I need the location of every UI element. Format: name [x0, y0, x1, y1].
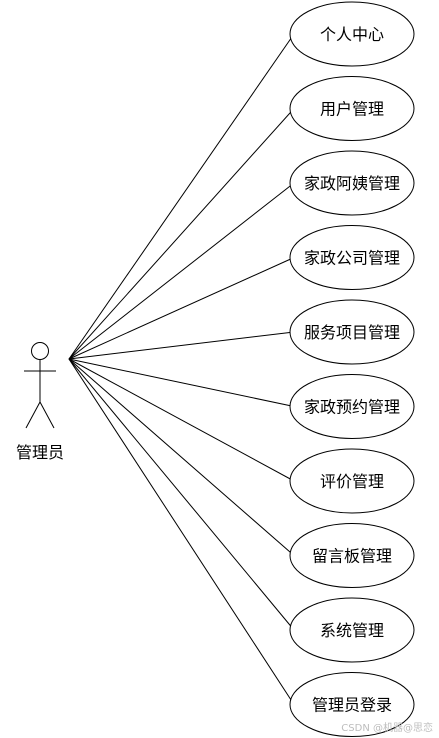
- use-case: 服务项目管理: [289, 299, 415, 365]
- actor-left-leg: [25, 401, 41, 429]
- association-line: [68, 358, 295, 556]
- actor-figure: 管理员: [16, 342, 64, 462]
- use-case-ellipse: [289, 448, 415, 514]
- use-case: 家政公司管理: [289, 225, 415, 290]
- use-case-label: 评价管理: [320, 472, 384, 491]
- use-case-label: 系统管理: [320, 621, 384, 640]
- use-case-label: 家政公司管理: [304, 249, 400, 268]
- association-line: [68, 331, 295, 360]
- association-line: [68, 358, 295, 482]
- association-line: [68, 182, 295, 360]
- use-case: 评价管理: [289, 448, 415, 514]
- association-line: [68, 108, 295, 360]
- use-case-label: 家政预约管理: [304, 398, 400, 417]
- actor-head: [31, 342, 49, 360]
- use-case-ellipse: [289, 76, 415, 141]
- use-case-label: 个人中心: [320, 25, 384, 44]
- association-line: [68, 33, 295, 360]
- use-case-label: 用户管理: [320, 100, 384, 119]
- use-case-ellipse: [289, 672, 415, 737]
- association-line: [68, 257, 295, 360]
- association-line: [68, 358, 295, 631]
- watermark: CSDN @机器@思恋: [341, 723, 433, 734]
- association-line: [68, 358, 295, 407]
- use-case: 管理员登录: [289, 672, 415, 737]
- use-case: 用户管理: [289, 76, 415, 141]
- use-case-ellipse: [289, 1, 415, 67]
- use-case: 留言板管理: [289, 523, 415, 588]
- use-case: 家政阿姨管理: [289, 150, 415, 216]
- use-case: 系统管理: [289, 597, 415, 663]
- use-case: 个人中心: [289, 1, 415, 67]
- use-case: 家政预约管理: [289, 374, 415, 439]
- use-case-label: 管理员登录: [312, 696, 392, 715]
- use-case-ellipse: [289, 225, 415, 290]
- use-case-label: 服务项目管理: [304, 323, 400, 342]
- use-case-ellipse: [289, 597, 415, 663]
- actor-label: 管理员: [16, 443, 64, 462]
- use-case-label: 留言板管理: [312, 547, 392, 566]
- use-case-ellipse: [289, 374, 415, 439]
- association-lines: [68, 33, 295, 705]
- use-case-ellipse: [289, 150, 415, 216]
- association-line: [68, 358, 295, 705]
- actor-right-leg: [39, 401, 55, 429]
- use-case-ellipse: [289, 523, 415, 588]
- use-case-ellipse: [289, 299, 415, 365]
- use-case-label: 家政阿姨管理: [304, 174, 400, 193]
- use-case-list: 个人中心用户管理家政阿姨管理家政公司管理服务项目管理家政预约管理评价管理留言板管…: [289, 1, 415, 737]
